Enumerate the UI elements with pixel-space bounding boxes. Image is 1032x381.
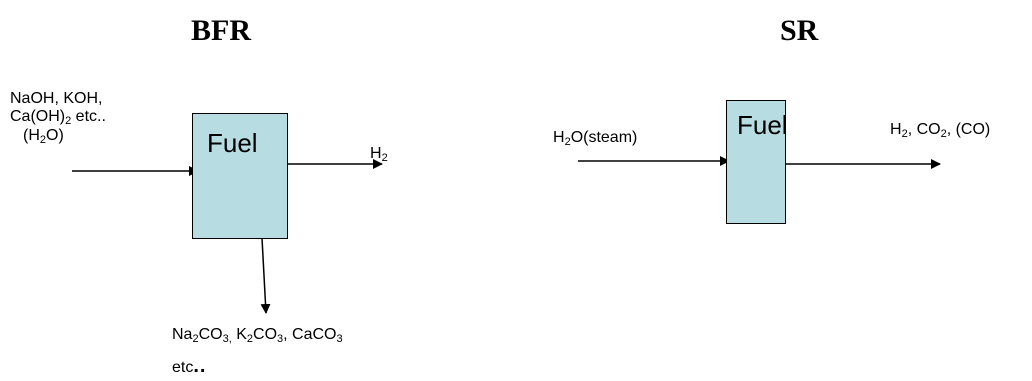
sr-reactor-box (726, 100, 786, 224)
bfr-solid-output-line-1: Na2CO3, K2CO3, CaCO3 (172, 326, 343, 345)
bfr-input-line-2: Ca(OH)2 etc.. (10, 108, 106, 127)
bfr-reactor-box (192, 113, 288, 239)
sr-input-label: H2O(steam) (553, 129, 638, 148)
bfr-input-line-1: NaOH, KOH, (10, 90, 103, 107)
bfr-input-line-3: (H2O) (23, 127, 64, 146)
bfr-reactor-label: Fuel (207, 128, 258, 158)
bfr-title: BFR (191, 14, 251, 47)
bfr-gas-output-label: H2 (370, 145, 388, 164)
bfr-solid-output-line-2: etc.. (172, 355, 207, 377)
sr-output-label: H2, CO2, (CO) (890, 121, 991, 140)
sr-title: SR (780, 14, 819, 47)
sr-reactor-label: Fuel (737, 110, 788, 140)
bfr-solid-output-arrow (260, 237, 271, 314)
